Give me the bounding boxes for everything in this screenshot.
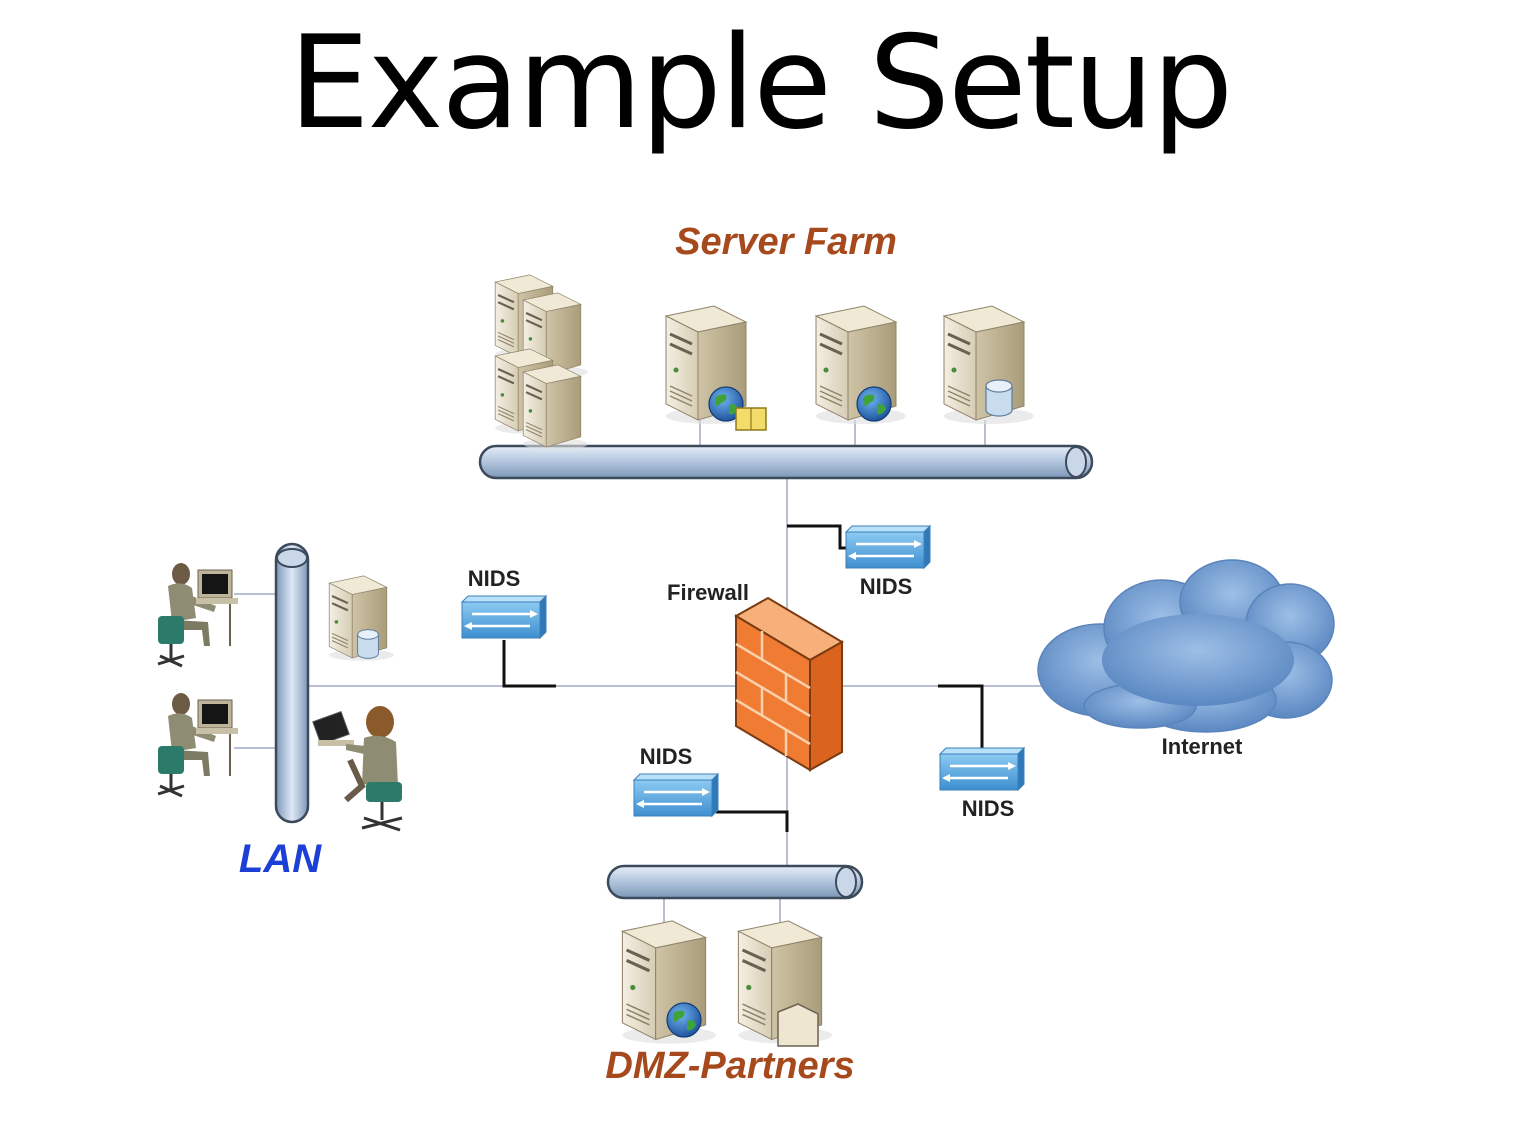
lan-bus xyxy=(274,542,310,824)
dmz-web-server-icon xyxy=(620,919,716,1044)
nids-icon xyxy=(460,594,548,640)
lan-label: LAN xyxy=(239,837,322,881)
nids-icon xyxy=(938,746,1026,792)
dmz-file-server-icon xyxy=(736,919,832,1047)
server-farm-label: Server Farm xyxy=(675,221,897,263)
server-cluster-icon xyxy=(494,273,588,450)
dmz-partners-label: DMZ-Partners xyxy=(605,1045,854,1087)
internet-label: Internet xyxy=(1162,734,1243,759)
firewall-label: Firewall xyxy=(667,580,749,605)
server-farm-bus xyxy=(478,444,1094,480)
web-mail-server-icon xyxy=(664,304,767,431)
nids-label: NIDS xyxy=(860,574,913,599)
workstation-user-icon xyxy=(156,561,240,668)
dmz-bus xyxy=(606,864,864,900)
connection-lines xyxy=(234,420,1058,924)
nids-label: NIDS xyxy=(962,796,1015,821)
nids-icon xyxy=(844,524,932,570)
nids-icon xyxy=(632,772,720,818)
nids-label: NIDS xyxy=(640,744,693,769)
workstation-user-icon xyxy=(156,691,240,798)
lan-database-server-icon xyxy=(328,574,394,662)
slide-title: Example Setup xyxy=(288,9,1234,158)
laptop-user-icon xyxy=(312,706,403,832)
database-server-icon xyxy=(942,304,1034,426)
firewall-icon xyxy=(734,596,844,772)
web-server-icon xyxy=(814,304,906,426)
nids-label: NIDS xyxy=(468,566,521,591)
cloud-icon xyxy=(1037,559,1335,733)
